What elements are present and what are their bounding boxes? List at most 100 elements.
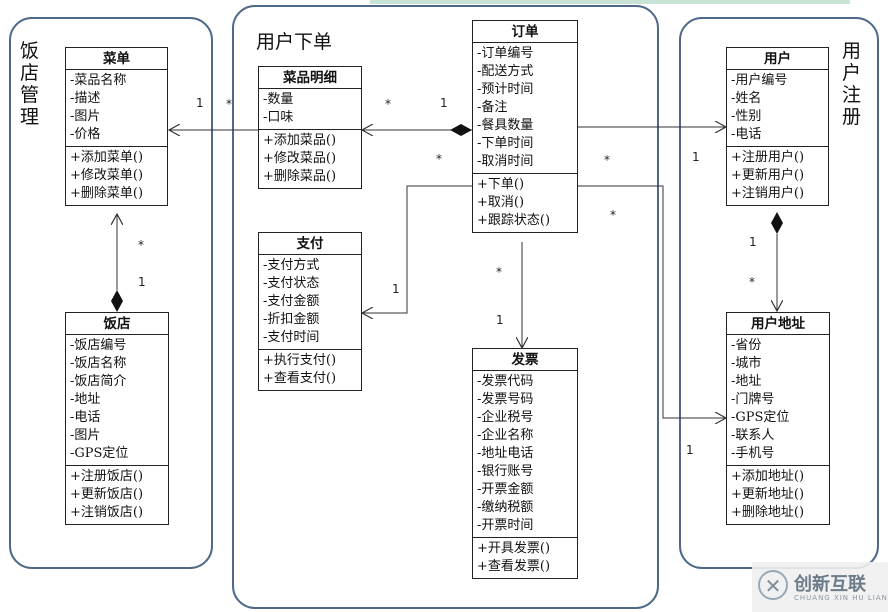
attribute: -企业税号 <box>477 410 534 425</box>
attribute: -下单时间 <box>477 136 534 151</box>
class-payment[interactable]: 支付 -支付方式 -支付状态 -支付金额 -折扣金额 -支付时间 +执行支付()… <box>258 232 362 391</box>
attribute: -电话 <box>70 410 101 425</box>
multiplicity-label: * <box>749 275 755 289</box>
attribute: -折扣金额 <box>263 312 320 327</box>
class-restaurant[interactable]: 饭店 -饭店编号 -饭店名称 -饭店简介 -地址 -电话 -图片 -GPS定位 … <box>65 312 169 525</box>
operation: +注销饭店() <box>70 505 144 520</box>
attribute: -企业名称 <box>477 428 534 443</box>
attribute: -备注 <box>477 100 508 115</box>
watermark-title: 创新互联 <box>794 574 866 595</box>
attribute: -地址电话 <box>477 446 534 461</box>
operation: +删除菜品() <box>263 169 337 184</box>
attribute: -餐具数量 <box>477 118 534 133</box>
attribute: -支付方式 <box>263 258 320 273</box>
class-menu[interactable]: 菜单 -菜品名称 -描述 -图片 -价格 +添加菜单() +修改菜单() +删除… <box>65 47 168 206</box>
multiplicity-label: 1 <box>392 282 400 296</box>
class-name: 用户 <box>727 48 828 70</box>
class-name: 菜品明细 <box>259 67 361 89</box>
composition-diamond-restaurant <box>111 290 123 312</box>
attribute: -地址 <box>70 392 101 407</box>
operation: +开具发票() <box>477 541 551 556</box>
class-attributes: -订单编号 -配送方式 -预计时间 -备注 -餐具数量 -下单时间 -取消时间 <box>473 43 577 173</box>
operation: +取消() <box>477 195 525 210</box>
multiplicity-label: 1 <box>138 275 146 289</box>
class-invoice[interactable]: 发票 -发票代码 -发票号码 -企业税号 -企业名称 -地址电话 -银行账号 -… <box>472 348 578 579</box>
multiplicity-label: 1 <box>440 96 448 110</box>
composition-diamond-order <box>450 124 472 136</box>
attribute: -性别 <box>731 109 762 124</box>
operation: +注销用户() <box>731 186 805 201</box>
watermark-subtitle: CHUANG XIN HU LIAN <box>794 594 888 602</box>
multiplicity-label: * <box>226 97 232 111</box>
attribute: -配送方式 <box>477 64 534 79</box>
class-dish-detail[interactable]: 菜品明细 -数量 -口味 +添加菜品() +修改菜品() +删除菜品() <box>258 66 362 189</box>
attribute: -姓名 <box>731 91 762 106</box>
top-accent-bar <box>370 0 850 4</box>
watermark: ✕ 创新互联 CHUANG XIN HU LIAN <box>752 562 888 612</box>
class-attributes: -发票代码 -发票号码 -企业税号 -企业名称 -地址电话 -银行账号 -开票金… <box>473 371 577 537</box>
class-attributes: -饭店编号 -饭店名称 -饭店简介 -地址 -电话 -图片 -GPS定位 <box>66 335 168 465</box>
attribute: -菜品名称 <box>70 73 127 88</box>
operation: +跟踪状态() <box>477 213 551 228</box>
group-label-char: 理 <box>20 106 40 128</box>
assoc-order-payment <box>362 185 472 313</box>
class-attributes: -用户编号 -姓名 -性别 -电话 <box>727 70 828 146</box>
attribute: -预计时间 <box>477 82 534 97</box>
group-frame-restaurant-mgmt <box>9 17 213 569</box>
attribute: -门牌号 <box>731 392 775 407</box>
class-operations: +注册用户() +更新用户() +注销用户() <box>727 146 828 205</box>
attribute: -饭店名称 <box>70 356 127 371</box>
attribute: -发票代码 <box>477 374 534 389</box>
attribute: -数量 <box>263 92 294 107</box>
operation: +修改菜单() <box>70 168 144 183</box>
attribute: -取消时间 <box>477 154 534 169</box>
operation: +注册饭店() <box>70 469 144 484</box>
operation: +下单() <box>477 177 525 192</box>
class-operations: +开具发票() +查看发票() <box>473 537 577 578</box>
multiplicity-label: * <box>496 265 502 279</box>
class-name: 支付 <box>259 233 361 255</box>
operation: +执行支付() <box>263 353 337 368</box>
operation: +修改菜品() <box>263 151 337 166</box>
attribute: -电话 <box>731 127 762 142</box>
group-label-char: 店 <box>20 62 40 84</box>
group-label-char: 户 <box>842 62 862 84</box>
class-user[interactable]: 用户 -用户编号 -姓名 -性别 -电话 +注册用户() +更新用户() +注销… <box>726 47 829 206</box>
class-order[interactable]: 订单 -订单编号 -配送方式 -预计时间 -备注 -餐具数量 -下单时间 -取消… <box>472 20 578 233</box>
attribute: -图片 <box>70 428 101 443</box>
multiplicity-label: 1 <box>196 96 204 110</box>
operation: +添加地址() <box>731 469 805 484</box>
attribute: -地址 <box>731 374 762 389</box>
class-user-address[interactable]: 用户地址 -省份 -城市 -地址 -门牌号 -GPS定位 -联系人 -手机号 +… <box>726 312 830 525</box>
attribute: -价格 <box>70 127 101 142</box>
class-operations: +添加菜单() +修改菜单() +删除菜单() <box>66 146 167 205</box>
attribute: -缴纳税额 <box>477 500 534 515</box>
operation: +添加菜品() <box>263 133 337 148</box>
class-operations: +注册饭店() +更新饭店() +注销饭店() <box>66 465 168 524</box>
attribute: -GPS定位 <box>731 410 790 425</box>
multiplicity-label: 1 <box>496 313 504 327</box>
multiplicity-label: * <box>436 152 442 166</box>
class-name: 饭店 <box>66 313 168 335</box>
multiplicity-label: 1 <box>692 150 700 164</box>
attribute: -开票金额 <box>477 482 534 497</box>
group-label-char: 用 <box>842 40 862 62</box>
attribute: -订单编号 <box>477 46 534 61</box>
attribute: -口味 <box>263 110 294 125</box>
attribute: -GPS定位 <box>70 446 129 461</box>
class-attributes: -省份 -城市 -地址 -门牌号 -GPS定位 -联系人 -手机号 <box>727 335 829 465</box>
class-operations: +添加菜品() +修改菜品() +删除菜品() <box>259 129 361 188</box>
group-label-char: 管 <box>20 84 40 106</box>
operation: +查看支付() <box>263 371 337 386</box>
class-operations: +执行支付() +查看支付() <box>259 349 361 390</box>
group-frame-user-order <box>232 5 659 609</box>
attribute: -银行账号 <box>477 464 534 479</box>
attribute: -手机号 <box>731 446 775 461</box>
class-operations: +添加地址() +更新地址() +删除地址() <box>727 465 829 524</box>
multiplicity-label: 1 <box>749 235 757 249</box>
attribute: -城市 <box>731 356 762 371</box>
operation: +删除菜单() <box>70 186 144 201</box>
operation: +添加菜单() <box>70 150 144 165</box>
attribute: -用户编号 <box>731 73 788 88</box>
